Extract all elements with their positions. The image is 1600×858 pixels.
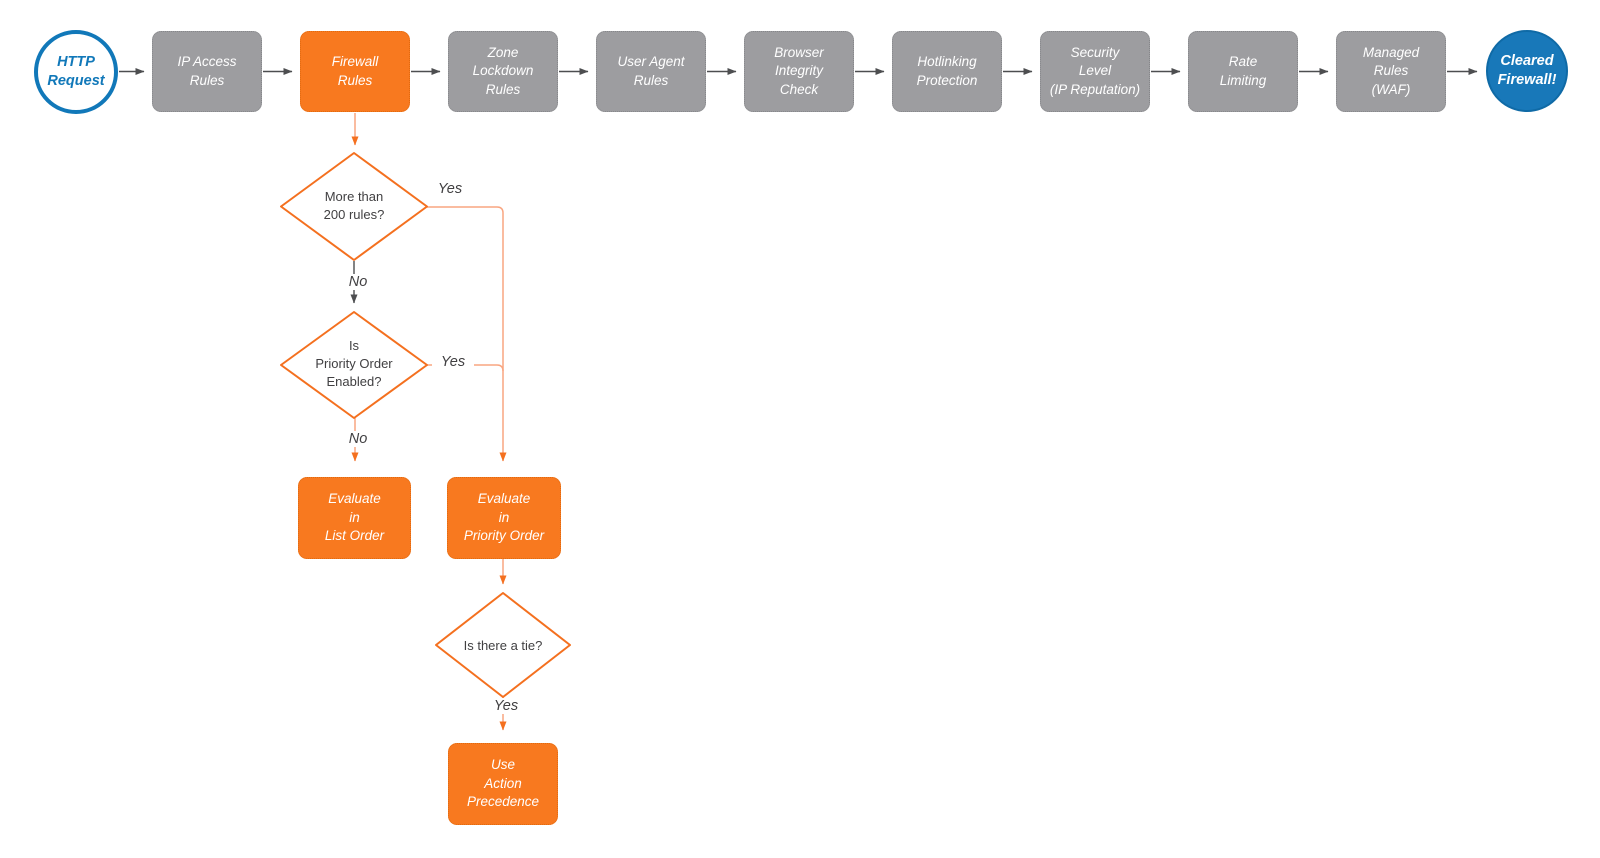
process-node-label: Use Action Precedence	[466, 756, 540, 810]
edge-label-tie-yes: Yes	[485, 698, 527, 714]
decision-is-there-a-tie	[435, 592, 571, 698]
pipeline-node-browser-integrity-check: Browser Integrity Check	[744, 31, 854, 112]
pipeline-node-managed-rules-waf: Managed Rules (WAF)	[1336, 31, 1446, 112]
process-node-use-action-precedence: Use Action Precedence	[448, 743, 558, 825]
decision-label-is-there-a-tie: Is there a tie?	[463, 638, 543, 653]
edge-label-priority-enabled-yes: Yes	[432, 354, 474, 370]
edge-label-priority-enabled-no: No	[340, 431, 376, 447]
pipeline-node-firewall-rules: Firewall Rules	[300, 31, 410, 112]
edge-more-than-200-yes-path	[427, 206, 507, 462]
end-node-cleared-firewall: Cleared Firewall!	[1486, 30, 1568, 112]
decision-more-than-200-rules	[280, 152, 428, 261]
edge-label-more-than-200-no: No	[340, 274, 376, 290]
decision-label-priority-order-enabled: Is Priority Order Enabled?	[315, 338, 393, 390]
edge-label-more-than-200-yes: Yes	[437, 181, 463, 197]
pipeline-node-label: Managed Rules (WAF)	[1362, 45, 1420, 97]
pipeline-node-rate-limiting: Rate Limiting	[1188, 31, 1298, 112]
pipeline-node-label: Zone Lockdown Rules	[472, 45, 534, 97]
pipeline-node-label: IP Access Rules	[177, 54, 237, 88]
end-node-label: Cleared Firewall!	[1497, 53, 1557, 88]
pipeline-node-ip-access-rules: IP Access Rules	[152, 31, 262, 112]
start-node-http-request: HTTP Request	[34, 30, 118, 114]
decision-priority-order-enabled	[280, 311, 428, 419]
process-node-label: Evaluate in Priority Order	[463, 490, 545, 544]
process-node-label: Evaluate in List Order	[324, 490, 385, 544]
pipeline-node-label: Browser Integrity Check	[774, 45, 824, 97]
pipeline-node-security-level: Security Level (IP Reputation)	[1040, 31, 1150, 112]
pipeline-node-zone-lockdown-rules: Zone Lockdown Rules	[448, 31, 558, 112]
edge-priority-enabled-yes-path	[427, 364, 504, 372]
pipeline-node-hotlinking-protection: Hotlinking Protection	[892, 31, 1002, 112]
decision-label-more-than-200: More than 200 rules?	[323, 189, 385, 223]
pipeline-node-user-agent-rules: User Agent Rules	[596, 31, 706, 112]
pipeline-node-label: Firewall Rules	[331, 54, 379, 88]
pipeline-node-label: Hotlinking Protection	[916, 54, 978, 88]
start-node-label: HTTP Request	[47, 54, 105, 89]
pipeline-node-label: Security Level (IP Reputation)	[1049, 45, 1141, 97]
pipeline-node-label: User Agent Rules	[617, 54, 685, 88]
process-node-evaluate-in-priority-order: Evaluate in Priority Order	[447, 477, 561, 559]
pipeline-node-label: Rate Limiting	[1219, 54, 1267, 88]
process-node-evaluate-in-list-order: Evaluate in List Order	[298, 477, 411, 559]
